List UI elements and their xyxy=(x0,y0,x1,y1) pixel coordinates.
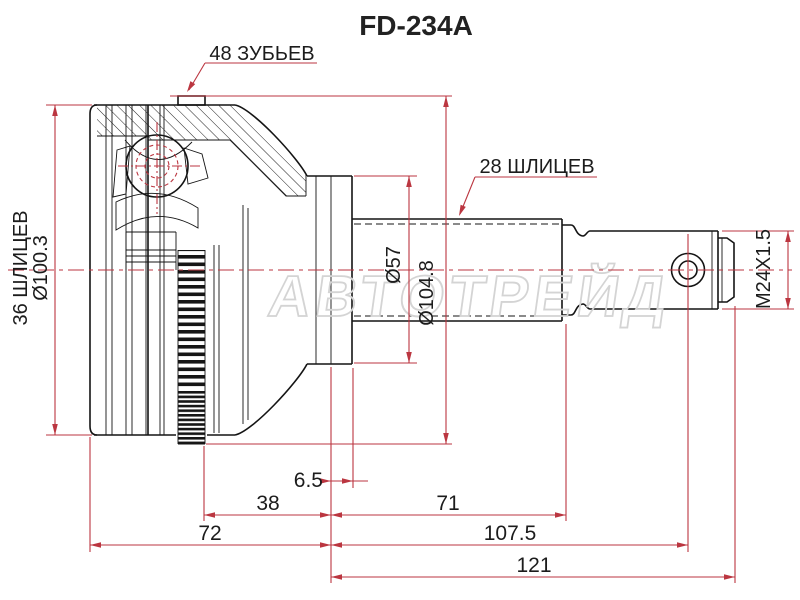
dim-spline-length: 71 xyxy=(436,492,459,515)
boot-groove-diameter-label: Ø57 xyxy=(383,246,405,284)
hub-splines-diameter-label: Ø100.3 xyxy=(30,235,52,301)
dim-total-shaft: 121 xyxy=(516,554,551,577)
bearing-internals xyxy=(112,134,209,270)
watermark: АВТОТРЕЙД xyxy=(264,263,676,329)
thread-spec-label: M24X1.5 xyxy=(753,229,775,309)
dim-groove-to-end: 38 xyxy=(256,492,279,515)
dim-body-length: 72 xyxy=(198,522,221,545)
watermark-text: АВТОТРЕЙД xyxy=(265,264,675,329)
abs-ring xyxy=(177,95,206,445)
abs-ring-diameter-label: Ø104.8 xyxy=(416,260,438,326)
dimension-lines xyxy=(8,62,794,583)
dim-to-pin-hole: 107.5 xyxy=(484,522,537,545)
part-number-title: FD-234A xyxy=(359,10,473,41)
shaft-splines-callout: 28 ШЛИЦЕВ xyxy=(479,156,594,178)
dim-boot-land: 6.5 xyxy=(294,469,323,492)
abs-teeth-callout: 48 ЗУБЬЕВ xyxy=(209,43,314,65)
hub-splines-callout: 36 ШЛИЦЕВ xyxy=(10,210,32,325)
